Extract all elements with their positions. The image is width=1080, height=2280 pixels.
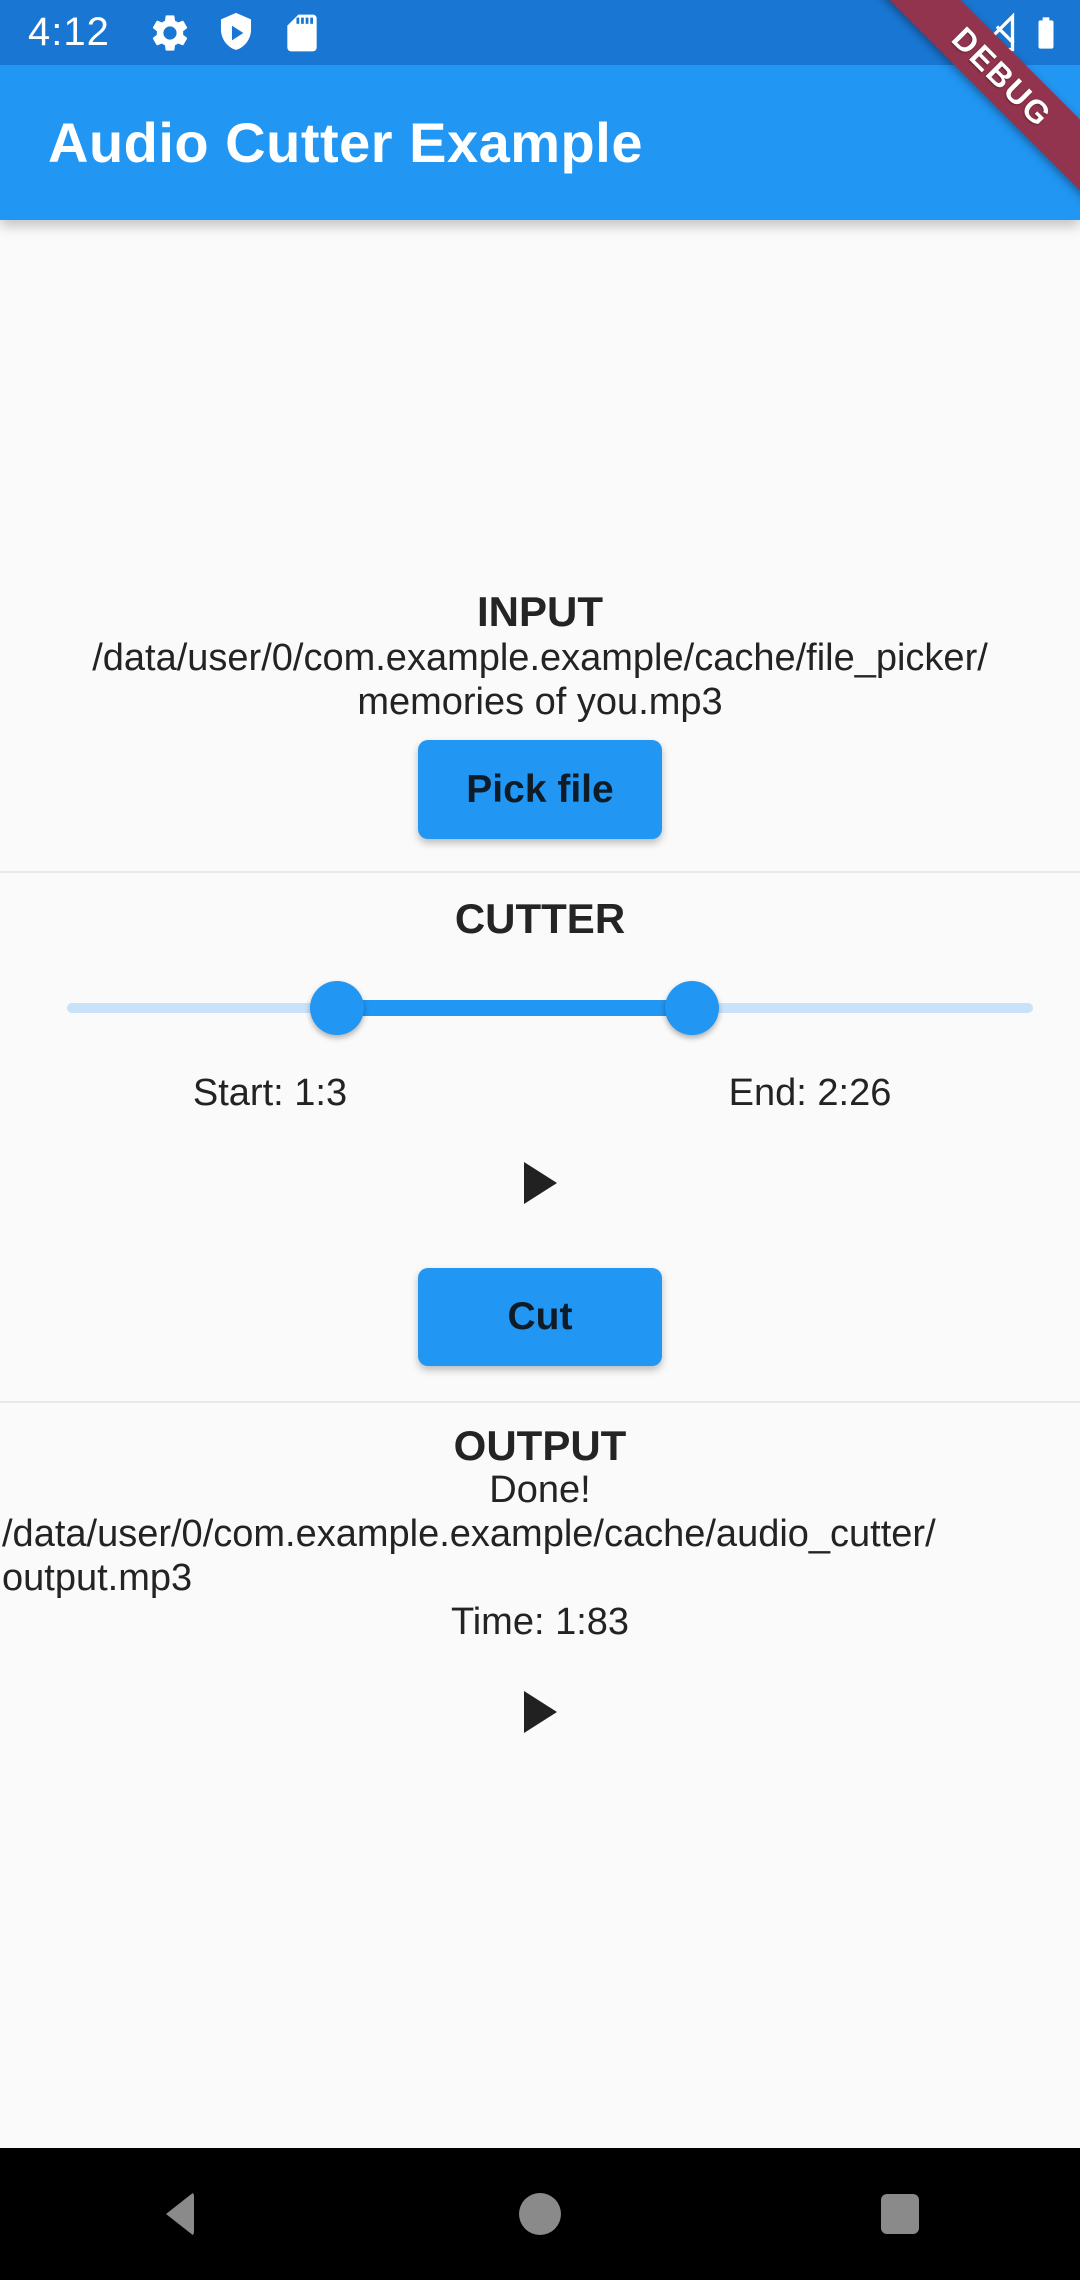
status-time: 4:12 — [28, 10, 110, 54]
back-icon — [166, 2192, 194, 2236]
app-bar: Audio Cutter Example — [0, 65, 1080, 220]
input-path-line-2: memories of you.mp3 — [357, 681, 723, 723]
output-file-path: /data/user/0/com.example.example/cache/a… — [0, 1512, 1080, 1600]
slider-end-thumb[interactable] — [665, 981, 719, 1035]
output-path-line-1: /data/user/0/com.example.example/cache/a… — [2, 1513, 936, 1555]
section-divider — [0, 871, 1080, 873]
nav-recents-button[interactable] — [840, 2148, 960, 2280]
output-path-line-2: output.mp3 — [2, 1557, 193, 1599]
start-time-label: Start: 1:3 — [192, 1072, 348, 1114]
input-section-title: INPUT — [477, 588, 603, 635]
android-nav-bar — [0, 2148, 1080, 2280]
range-slider-active-segment — [337, 1000, 692, 1016]
input-path-line-1: /data/user/0/com.example.example/cache/f… — [92, 637, 988, 679]
home-icon — [519, 2193, 561, 2235]
battery-icon — [1038, 16, 1054, 49]
settings-icon — [152, 14, 187, 51]
end-time-label: End: 2:26 — [728, 1072, 892, 1114]
cutter-section-title: CUTTER — [454, 895, 626, 942]
recents-icon — [881, 2194, 919, 2234]
preview-play-button[interactable] — [506, 1154, 574, 1212]
play-icon — [523, 1691, 557, 1733]
cut-button[interactable]: Cut — [418, 1268, 662, 1366]
output-section-title: OUTPUT — [453, 1422, 627, 1469]
slider-start-thumb[interactable] — [310, 981, 365, 1035]
status-left-icons — [148, 11, 324, 55]
input-file-path: /data/user/0/com.example.example/cache/f… — [0, 636, 1080, 724]
page-title: Audio Cutter Example — [48, 111, 643, 174]
output-status-text: Done! — [489, 1469, 591, 1511]
sd-card-icon — [287, 14, 317, 51]
section-divider — [0, 1401, 1080, 1403]
nav-home-button[interactable] — [480, 2148, 600, 2280]
output-time-text: Time: 1:83 — [450, 1601, 630, 1643]
play-icon — [523, 1162, 557, 1204]
slider-labels-row: Start: 1:3 End: 2:26 — [0, 1072, 1080, 1115]
output-play-button[interactable] — [506, 1683, 574, 1741]
play-protect-icon — [220, 12, 251, 50]
pick-file-button[interactable]: Pick file — [418, 740, 662, 839]
nav-back-button[interactable] — [120, 2148, 240, 2280]
